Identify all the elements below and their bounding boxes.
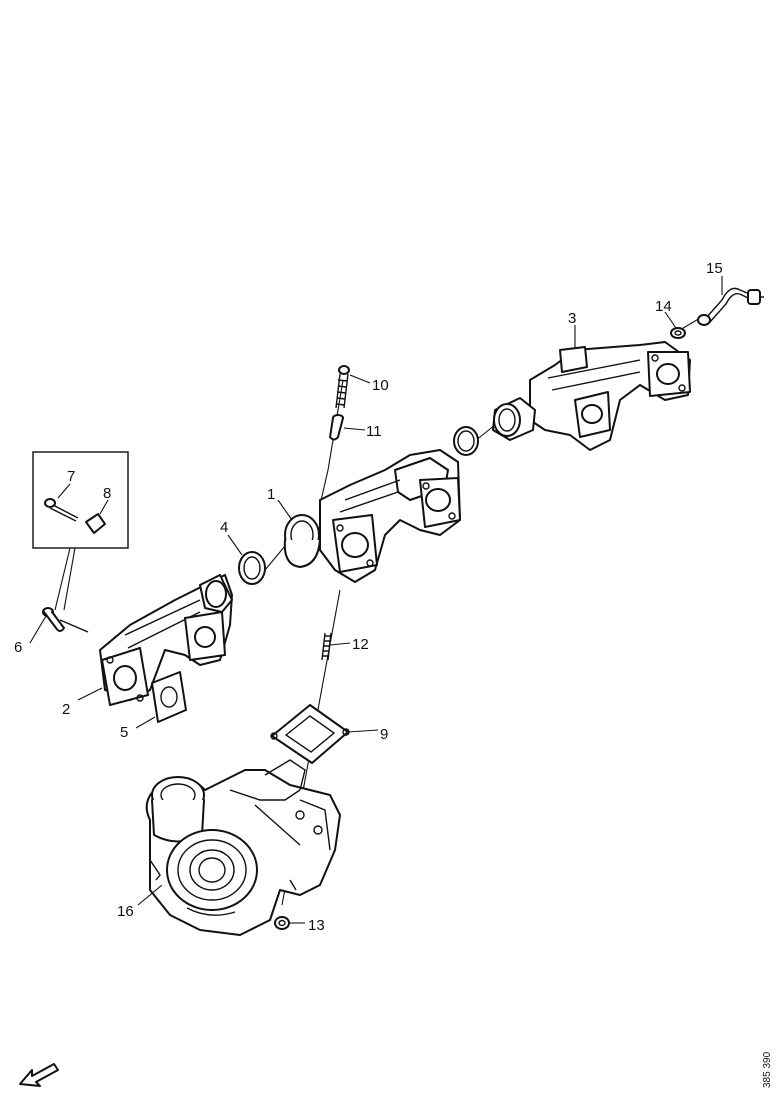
sealing-ring-4 [238, 551, 266, 585]
callout-15: 15 [706, 260, 723, 277]
stud-10 [335, 365, 350, 409]
direction-arrow-icon [19, 1063, 59, 1087]
callout-2: 2 [62, 701, 70, 718]
callout-16: 16 [117, 903, 134, 920]
sleeve-6 [42, 607, 89, 633]
gasket-9 [270, 704, 350, 764]
inset-box [32, 451, 129, 611]
spacer-sleeve-11 [329, 414, 344, 441]
pipe-15 [697, 287, 764, 326]
callout-12: 12 [352, 636, 369, 653]
callout-5: 5 [120, 724, 128, 741]
callout-4: 4 [220, 519, 228, 536]
drawing-number: 385 390 [762, 1051, 773, 1088]
manifold-right-3 [492, 341, 691, 451]
callout-9: 9 [380, 726, 388, 743]
callout-1: 1 [267, 486, 275, 503]
turbocharger-16 [145, 759, 341, 936]
sleeve-8 [85, 513, 106, 534]
callouts: 1 2 3 4 5 6 7 8 9 10 11 12 13 14 15 16 [14, 260, 723, 934]
gasket-5 [151, 671, 187, 723]
callout-8: 8 [103, 485, 111, 502]
screw-7 [44, 498, 79, 522]
callout-3: 3 [568, 310, 576, 327]
stud-12 [321, 632, 332, 661]
callout-14: 14 [655, 298, 672, 315]
nut-14 [670, 327, 686, 339]
callout-10: 10 [372, 377, 389, 394]
nut-13 [274, 916, 290, 930]
leader-lines [29, 276, 723, 924]
callout-6: 6 [14, 639, 22, 656]
sealing-ring-upper [453, 426, 479, 456]
callout-7: 7 [67, 468, 75, 485]
callout-13: 13 [308, 917, 325, 934]
manifold-left-2 [99, 574, 233, 706]
callout-11: 11 [366, 423, 382, 440]
manifold-center-1 [283, 449, 461, 583]
